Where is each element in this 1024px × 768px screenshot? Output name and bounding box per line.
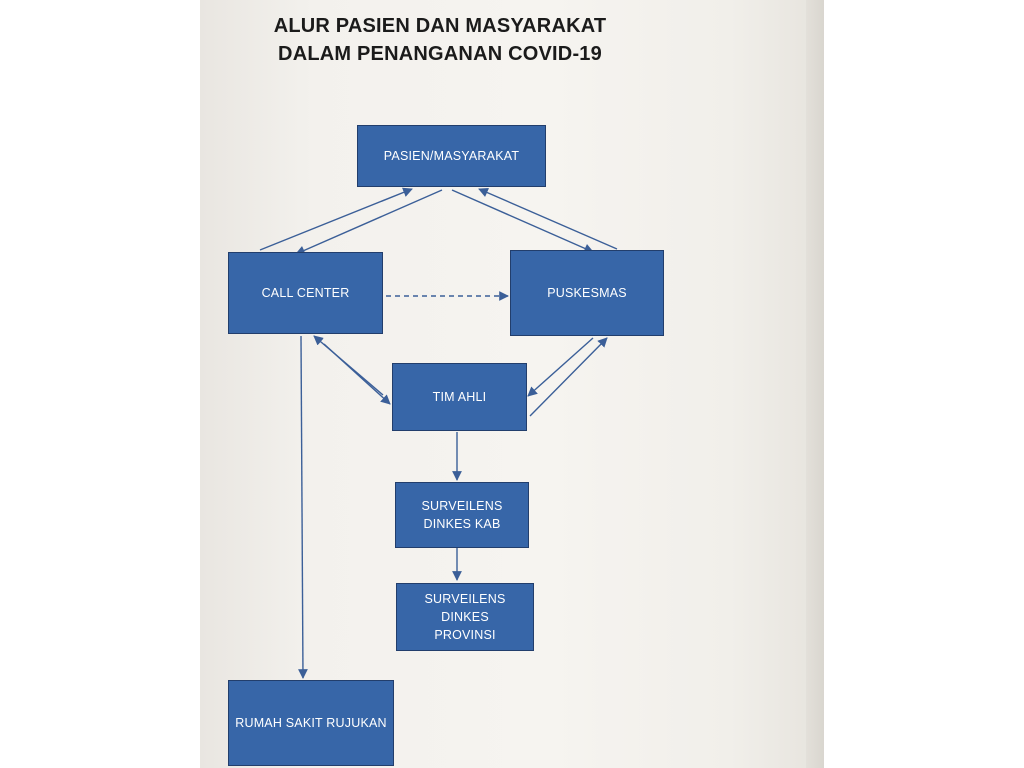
- node-pasien-masyarakat: PASIEN/MASYARAKAT: [357, 125, 546, 187]
- node-rumah-sakit-rujukan: RUMAH SAKIT RUJUKAN: [228, 680, 394, 766]
- node-surveilens-kab-line-1: SURVEILENS: [421, 499, 503, 513]
- node-pasien-label: PASIEN/MASYARAKAT: [383, 149, 520, 163]
- arrow-puskesmas-to-timahli: [527, 337, 594, 397]
- node-rumah-sakit-label: RUMAH SAKIT RUJUKAN: [235, 716, 387, 730]
- arrow-callcenter-to-rumahsakit: [298, 335, 308, 679]
- arrow-pasien-to-puskesmas: [451, 189, 594, 253]
- node-surveilens-kab-line-2: DINKES KAB: [423, 517, 501, 531]
- title-line-1: ALUR PASIEN DAN MASYARAKAT: [273, 15, 607, 37]
- title-line-2: DALAM PENANGANAN COVID-19: [278, 43, 602, 65]
- node-call-center-label: CALL CENTER: [261, 286, 350, 300]
- node-surveilens-prov-line-2: PROVINSI: [434, 628, 496, 642]
- node-surveilens-dinkes-kab: SURVEILENS DINKES KAB: [395, 482, 529, 548]
- node-puskesmas: PUSKESMAS: [510, 250, 664, 336]
- node-surveilens-dinkes-provinsi: SURVEILENS DINKES PROVINSI: [396, 583, 534, 651]
- arrow-puskesmas-to-pasien: [478, 188, 618, 250]
- node-puskesmas-label: PUSKESMAS: [547, 286, 627, 300]
- paper-edge: [806, 0, 824, 768]
- arrow-timahli-to-puskesmas: [529, 337, 608, 417]
- arrow-timahli-to-callcenter: [313, 335, 384, 396]
- node-tim-ahli: TIM AHLI: [392, 363, 527, 431]
- node-surveilens-prov-line-1: SURVEILENS DINKES: [424, 592, 506, 624]
- node-call-center: CALL CENTER: [228, 252, 383, 334]
- node-tim-ahli-label: TIM AHLI: [432, 390, 487, 404]
- document-title: ALUR PASIEN DAN MASYARAKAT DALAM PENANGA…: [250, 12, 630, 68]
- arrow-callcenter-to-pasien: [259, 187, 413, 251]
- arrow-pasien-to-callcenter: [295, 189, 443, 255]
